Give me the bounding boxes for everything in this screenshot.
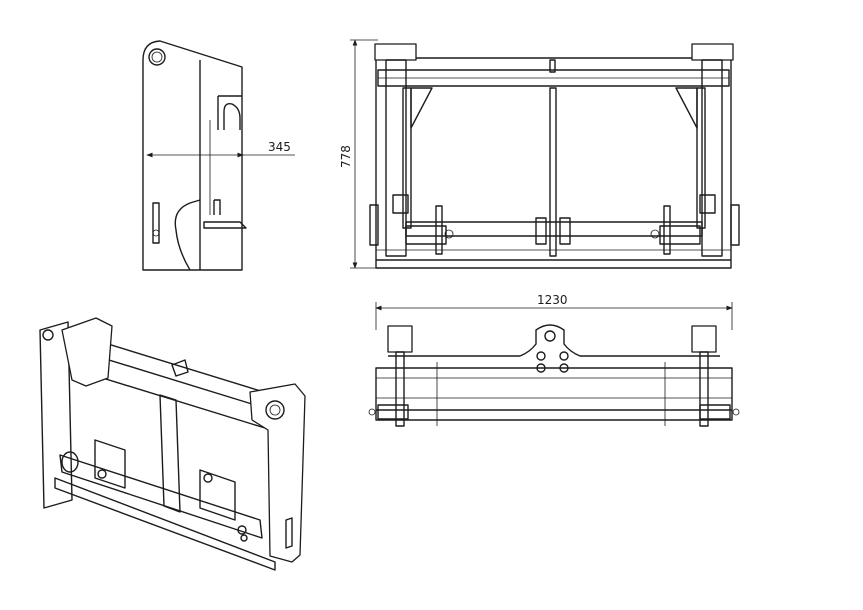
dimension-depth: 345 [268,140,291,154]
top-view: 1230 [368,293,740,427]
dimension-height: 778 [339,145,353,168]
isometric-view [39,317,306,571]
side-view: 345 [142,40,295,271]
dimension-width: 1230 [537,293,568,307]
front-view: 778 [339,39,740,269]
